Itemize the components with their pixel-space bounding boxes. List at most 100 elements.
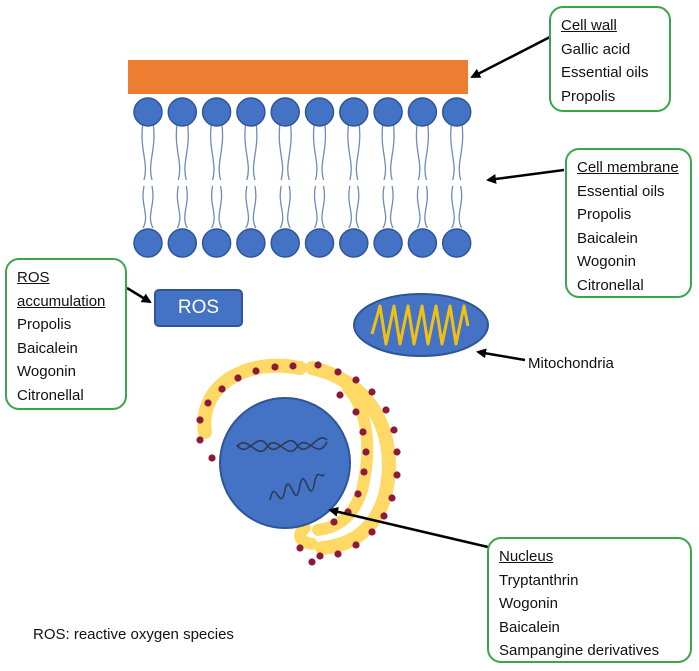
ros-arrow <box>126 286 152 304</box>
lipid-tail <box>450 121 464 229</box>
lipid-head <box>201 228 232 258</box>
lipid-head <box>304 97 335 127</box>
ribosome-dot <box>380 512 388 520</box>
nucleus-item: Sampangine derivatives <box>499 642 660 659</box>
ribosome-dot <box>196 436 204 444</box>
ribosome-dot <box>336 391 344 399</box>
cell-membrane-item: Baicalein <box>577 229 638 247</box>
cell-wall-arrow <box>470 35 551 79</box>
ribosome-dot <box>382 406 390 414</box>
ribosome-dot <box>360 468 368 476</box>
cell-wall-item: Gallic acid <box>561 40 631 58</box>
ribosome-dot <box>359 428 367 436</box>
lipid-head <box>373 228 403 258</box>
ribosome-dot <box>334 368 342 376</box>
footnote: ROS: reactive oxygen species <box>33 626 234 643</box>
cell-wall-item: Propolis <box>561 87 616 105</box>
ribosome-dot <box>352 408 360 416</box>
lipid-tail <box>175 121 189 229</box>
ribosome-dot <box>352 376 360 384</box>
ros-accumulation-box: ROS accumulation Propolis Baicalein Wogo… <box>5 258 127 410</box>
nucleus-item: Tryptanthrin <box>499 571 579 589</box>
ribosome-dot <box>388 494 396 502</box>
ribosome-dot <box>368 388 376 396</box>
nucleus-shape <box>219 397 351 529</box>
ribosome-dot <box>196 416 204 424</box>
cell-wall-header: Cell wall <box>561 17 617 34</box>
ribosome-dot <box>334 550 342 558</box>
lipid-head <box>167 97 198 127</box>
lipid-head <box>373 97 403 127</box>
ros-accumulation-header: ROS accumulation <box>17 269 106 310</box>
ribosome-dot <box>204 399 212 407</box>
lipid-head <box>441 228 472 258</box>
ribosomes <box>196 361 401 566</box>
lipid-head <box>339 228 369 258</box>
lipid-head <box>236 97 266 127</box>
nucleus-item: Wogonin <box>499 595 558 612</box>
cell-wall-bar <box>128 60 468 94</box>
ros-accumulation-item: Wogonin <box>17 363 76 380</box>
cell-wall-item: Essential oils <box>561 64 649 81</box>
lipid-tail <box>415 121 429 229</box>
lipid-tail <box>278 121 292 229</box>
ribosome-dot <box>218 385 226 393</box>
ribosome-dot <box>362 448 370 456</box>
mitochondria-label: Mitochondria <box>528 355 614 372</box>
ribosome-dot <box>208 454 216 462</box>
ribosome-dot <box>296 544 304 552</box>
ribosome-dot <box>271 363 279 371</box>
ribosome-dot <box>316 552 324 560</box>
nucleus-item: Baicalein <box>499 618 560 636</box>
cell-membrane-item: Citronellal <box>577 276 644 294</box>
lipid-head <box>133 228 163 258</box>
ribosome-dot <box>234 374 242 382</box>
lipid-head <box>407 97 438 127</box>
lipid-tail <box>312 121 327 229</box>
lipid-head <box>167 228 198 258</box>
lipid-head <box>304 228 335 258</box>
lipid-tail <box>381 121 395 229</box>
cell-membrane-arrow <box>486 168 565 184</box>
lipid-head <box>133 97 163 127</box>
lipid-tail <box>210 121 224 229</box>
ribosome-dot <box>368 528 376 536</box>
ros-label-box: ROS <box>154 289 243 327</box>
ros-label: ROS <box>177 297 220 318</box>
lipid-tail <box>141 121 155 229</box>
ribosome-dot <box>330 518 338 526</box>
lipid-head <box>339 97 369 127</box>
mitochondria-shape <box>353 293 489 357</box>
cell-membrane-item: Wogonin <box>577 253 636 270</box>
lipid-head <box>270 97 300 127</box>
ribosome-dot <box>354 490 362 498</box>
lipid-head <box>441 97 472 127</box>
lipid-head <box>407 228 438 258</box>
nucleus-header: Nucleus <box>499 548 554 565</box>
ribosome-dot <box>252 367 260 375</box>
nucleus-arrow <box>328 506 489 549</box>
ros-accumulation-item: Baicalein <box>17 339 78 357</box>
lipid-tail <box>347 121 361 229</box>
ros-accumulation-item: Citronellal <box>17 386 84 404</box>
cell-membrane-item: Propolis <box>577 206 632 223</box>
mitochondria-arrow <box>476 348 526 362</box>
lipid-bilayer <box>133 97 472 258</box>
cell-membrane-item: Essential oils <box>577 182 665 200</box>
cell-wall-box: Cell wall Gallic acid Essential oils Pro… <box>549 6 671 112</box>
ribosome-dot <box>390 426 398 434</box>
lipid-head <box>236 228 266 258</box>
ribosome-dot <box>308 558 316 566</box>
cell-membrane-box: Cell membrane Essential oils Propolis Ba… <box>565 148 692 298</box>
endoplasmic-reticulum <box>197 358 396 555</box>
cell-membrane-header: Cell membrane <box>577 159 679 176</box>
ros-accumulation-item: Propolis <box>17 316 72 333</box>
lipid-head <box>201 97 232 127</box>
ribosome-dot <box>393 448 401 456</box>
nucleus-box: Nucleus Tryptanthrin Wogonin Baicalein S… <box>487 537 692 663</box>
ribosome-dot <box>352 541 360 549</box>
ribosome-dot <box>393 471 401 479</box>
lipid-head <box>270 228 300 258</box>
lipid-tail <box>244 121 258 229</box>
